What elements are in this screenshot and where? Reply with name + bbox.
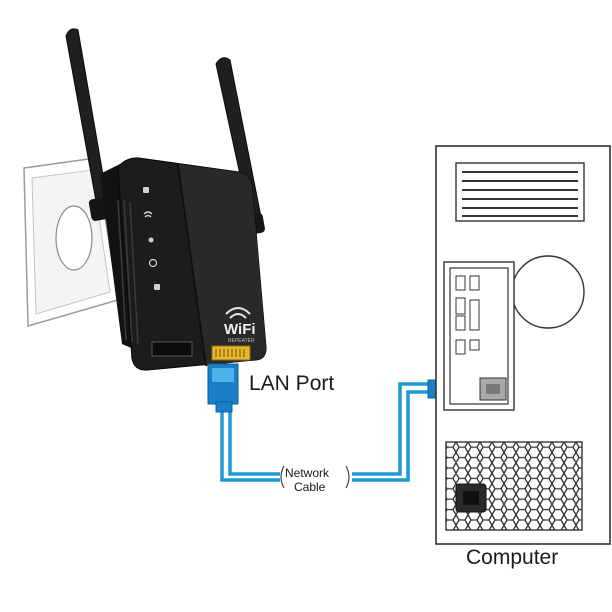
network-cable-label-line2: Cable (294, 480, 326, 494)
status-led-icons (143, 187, 160, 290)
cable-break-marks (280, 465, 350, 489)
wifi-repeater: WiFi REPEATER (100, 157, 267, 371)
wifi-led-icon (143, 211, 153, 218)
computer-label: Computer (466, 546, 559, 569)
network-cable-label-line1: Network (285, 466, 330, 480)
wifi-logo-icon (225, 307, 251, 319)
wifi-logo-text: WiFi (224, 321, 256, 338)
psu-grille (445, 441, 583, 531)
computer-tower (435, 145, 611, 545)
power-led-icon (143, 187, 149, 193)
lan-led-icon (154, 284, 160, 290)
case-fan (511, 255, 585, 329)
io-panel (443, 261, 515, 411)
wifi-logo: WiFi REPEATER (224, 307, 256, 344)
power-symbol-icon (148, 258, 158, 268)
lan-port-label: LAN Port (249, 372, 335, 395)
lan-plug-connector (207, 363, 239, 413)
wifi-logo-subtext: REPEATER (228, 338, 255, 344)
wps-led-icon (148, 237, 154, 243)
device-ethernet-port (151, 341, 251, 361)
network-cable (220, 382, 432, 482)
top-vent (455, 162, 585, 222)
